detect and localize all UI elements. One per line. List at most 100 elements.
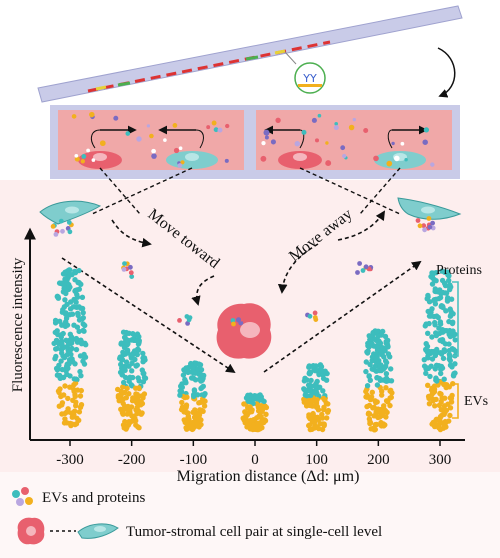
protein-dot [62, 297, 68, 303]
protein-dot [130, 352, 136, 358]
protein-dot [438, 303, 445, 309]
protein-dot [76, 328, 82, 335]
ev-dot [381, 423, 387, 429]
protein-dot [436, 295, 442, 302]
protein-dot [70, 359, 76, 365]
chamber-particle [270, 139, 276, 145]
floating-particle [312, 310, 318, 316]
protein-dot [188, 361, 194, 367]
ev-dot [307, 402, 313, 408]
ev-dot [56, 389, 62, 396]
legend-cell-pair-icon [17, 517, 119, 545]
floating-particle [186, 317, 192, 323]
protein-dot [191, 369, 197, 376]
protein-dot [438, 370, 444, 377]
ev-dot [124, 424, 130, 431]
legend-ev-dots-icon [12, 487, 33, 506]
protein-dot [73, 376, 79, 382]
tumor-cell-center [216, 303, 272, 359]
protein-dot [384, 339, 390, 346]
protein-dot [447, 354, 453, 360]
chamber-particle [206, 125, 211, 130]
ev-dot [448, 395, 455, 401]
ev-dot [244, 424, 250, 430]
protein-dot [136, 334, 142, 340]
protein-dot [59, 366, 65, 373]
x-tick-label: -100 [180, 452, 208, 468]
floating-particle [53, 232, 59, 237]
protein-dot [425, 330, 431, 336]
floating-particle [58, 218, 64, 224]
chamber-particle [74, 153, 79, 158]
chamber-particle [317, 113, 322, 118]
ev-dot [425, 393, 432, 400]
chamber-particle [311, 117, 317, 123]
ev-dot [134, 404, 140, 411]
protein-dot [366, 333, 372, 339]
protein-dot [427, 373, 433, 380]
protein-dot [177, 392, 183, 398]
protein-dot [81, 351, 87, 358]
chamber-particle [225, 123, 230, 129]
protein-dot [136, 338, 142, 344]
protein-dot [80, 358, 86, 364]
chamber-particle [217, 127, 223, 133]
chamber-particle [213, 127, 219, 133]
protein-dot [423, 370, 429, 376]
connector-lines [91, 167, 401, 215]
ev-dot [367, 420, 374, 426]
floating-particle [50, 224, 56, 229]
protein-dot [374, 328, 380, 335]
protein-dot [67, 271, 73, 278]
protein-dot [369, 354, 376, 360]
protein-dot [428, 313, 434, 319]
ev-dot [115, 386, 121, 393]
protein-dot [385, 351, 392, 357]
x-axis-label: Migration distance (Δd: μm) [177, 468, 360, 485]
protein-dot [68, 346, 74, 353]
x-tick-label: -200 [118, 452, 146, 468]
protein-dot [447, 282, 453, 288]
protein-dot [302, 387, 308, 394]
ev-dot [373, 399, 379, 405]
protein-dot [77, 368, 83, 375]
floating-particle [236, 317, 241, 323]
ev-dot [373, 409, 379, 415]
legend-cell-pair-label: Tumor-stromal cell pair at single-cell l… [126, 524, 382, 540]
protein-dot [306, 363, 312, 369]
ev-dot [256, 414, 262, 420]
protein-dot [179, 381, 185, 387]
protein-dot [320, 375, 327, 382]
x-tick-label: 0 [251, 452, 259, 468]
chamber-particle [81, 154, 87, 159]
protein-dot [125, 337, 131, 343]
protein-dot [452, 337, 458, 343]
chamber-particle [163, 138, 167, 142]
protein-dot [432, 319, 438, 326]
ev-dot [325, 409, 331, 415]
protein-dot [73, 299, 79, 305]
chamber-particle [325, 141, 329, 145]
ev-dot [248, 407, 254, 413]
ev-dot [259, 407, 266, 413]
protein-dot [364, 349, 370, 355]
chamber-particle [261, 140, 266, 146]
protein-dot [443, 290, 450, 296]
protein-dot [377, 340, 384, 346]
chamber-particle [400, 141, 405, 146]
protein-dot [449, 320, 456, 327]
protein-dot [444, 298, 451, 304]
legend-background [0, 472, 500, 558]
protein-dot [198, 378, 204, 384]
ev-dot [250, 426, 256, 433]
ev-dot [70, 397, 76, 403]
protein-dot [54, 328, 60, 334]
protein-dot [52, 320, 59, 326]
protein-dot [123, 359, 130, 365]
chamber-particle [125, 131, 131, 136]
ev-dot [122, 418, 128, 425]
protein-dot [251, 396, 257, 402]
chamber-particle [172, 123, 178, 128]
protein-dot [82, 322, 88, 329]
